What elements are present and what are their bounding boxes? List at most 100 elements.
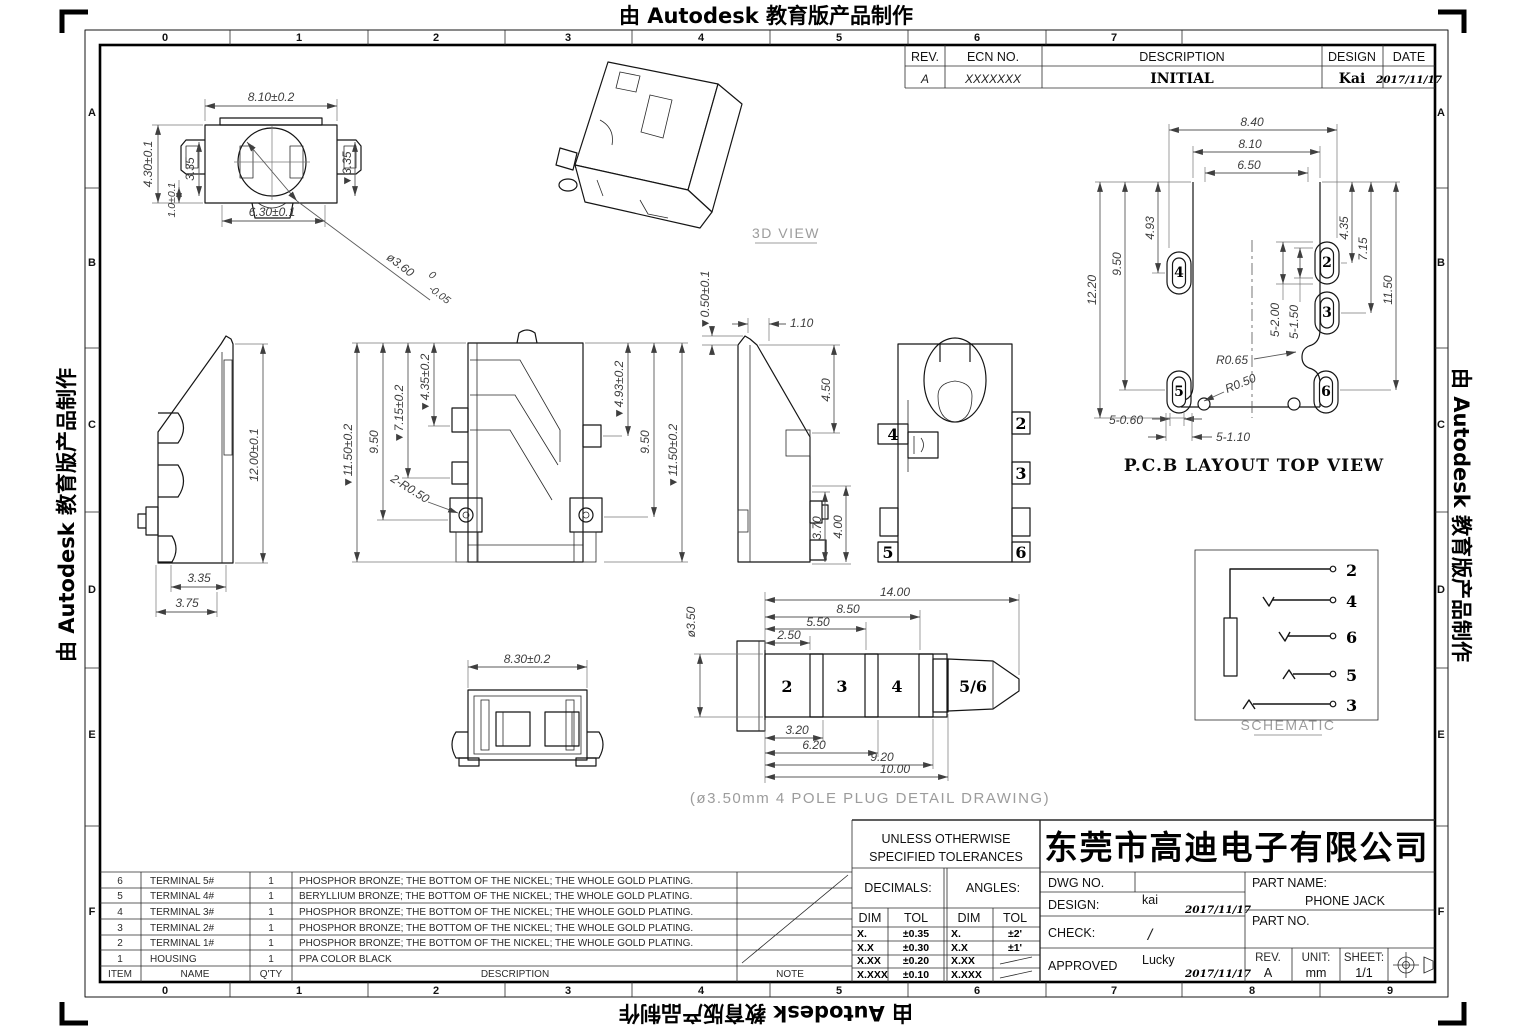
part-no-label: PART NO. (1252, 914, 1310, 928)
grid-row-label: F (89, 906, 96, 918)
front-view: ø3.60 0 -0.05 8.10±0.2 4.30±0.1 3.35 1.0… (141, 90, 453, 307)
dim-side-w2: 3.75 (175, 596, 199, 610)
parts-qty: 1 (268, 907, 274, 918)
grid-row-label: C (1437, 419, 1445, 431)
dim-diameter-lower-tol: -0.05 (426, 283, 452, 307)
grid-ticks-sides (85, 187, 1448, 827)
plug-dim-550: 5.50 (806, 615, 830, 629)
grid-ticks-bottom (229, 982, 1321, 997)
rev-header: REV. (911, 50, 939, 64)
ang-dim-3: X.XX (951, 955, 975, 967)
parts-header-name: NAME (181, 969, 210, 980)
schematic-label: SCHEMATIC (1241, 717, 1336, 733)
design-value: Kai (1339, 71, 1366, 87)
dec-dim-4: X.XXX (857, 969, 888, 981)
grid-col-label: 8 (1249, 985, 1255, 997)
grid-row-label: D (1437, 584, 1445, 596)
grid-col-label: 7 (1111, 985, 1117, 997)
parts-name: TERMINAL 2# (150, 923, 215, 934)
plug-dim-1400: 14.00 (880, 585, 910, 599)
pad-label-6: 6 (1015, 543, 1026, 562)
unit-value: mm (1306, 966, 1327, 980)
tolerance-title-2: SPECIFIED TOLERANCES (869, 850, 1023, 864)
projection-symbol-icon (1393, 952, 1434, 978)
tol-header: TOL (904, 911, 928, 925)
parts-desc: PHOSPHOR BRONZE; THE BOTTOM OF THE NICKE… (299, 907, 693, 918)
side-view-left: 12.00±0.1 3.35 3.75 (137, 335, 268, 617)
part-name-value: PHONE JACK (1305, 894, 1386, 908)
dim-sec-1150-right: ▼11.50±0.2 (666, 424, 680, 489)
plug-seg-56: 5/6 (959, 677, 987, 696)
approved-value: Lucky (1142, 953, 1175, 967)
back-view: 4 2 3 5 6 (877, 337, 1031, 563)
pcb-r050: R0.50 (1223, 371, 1258, 396)
dim-diameter: ø3.60 (384, 250, 417, 280)
description-value: INITIAL (1150, 71, 1214, 87)
design-date: 2017/11/17 (1184, 904, 1252, 916)
sheet-label: SHEET: (1344, 952, 1384, 964)
check-value: / (1147, 927, 1154, 944)
tolerance-title-1: UNLESS OTHERWISE (882, 832, 1011, 846)
dim-right-top: ▼0.50±0.1 (698, 271, 712, 330)
grid-row-label: F (1438, 906, 1445, 918)
dim-sec-715: ▼7.15±0.2 (392, 384, 406, 443)
dim-sec-1150-left: ▼11.50±0.2 (341, 424, 355, 489)
grid-row-label: D (88, 584, 96, 596)
plug-seg-2: 2 (781, 677, 792, 696)
angles-header: ANGLES: (966, 881, 1020, 895)
plug-dim-620: 6.20 (802, 738, 826, 752)
description-header: DESCRIPTION (1139, 50, 1224, 64)
grid-row-label: B (1437, 257, 1445, 269)
ang-dim-4: X.XXX (951, 969, 982, 981)
schematic-view: 2 4 6 5 3 SCHEMATIC (1194, 549, 1379, 736)
dec-tol-2: ±0.30 (903, 942, 929, 954)
grid-row-label: E (1437, 729, 1444, 741)
pcb-pad-4: 4 (1174, 265, 1184, 281)
grid-col-label: 2 (433, 32, 439, 44)
plug-seg-4: 4 (891, 677, 902, 696)
dim-right-pin: 3.70 (810, 516, 824, 540)
plug-dim-1000: 10.00 (880, 762, 910, 776)
grid-col-label: 0 (162, 985, 168, 997)
ang-tol-1: ±2' (1008, 928, 1022, 940)
parts-item: 2 (117, 938, 123, 949)
grid-col-label: 3 (565, 985, 571, 997)
sheet-frame: 0 1 2 3 4 5 6 7 0 1 2 3 4 5 6 7 8 9 A B … (59, 9, 1467, 1026)
design-label: DESIGN: (1048, 898, 1099, 912)
dec-tol-3: ±0.20 (903, 955, 929, 967)
schematic-pin-2: 2 (1346, 561, 1357, 580)
rev-value: A (920, 72, 929, 86)
parts-name: TERMINAL 3# (150, 907, 215, 918)
grid-col-label: 2 (433, 985, 439, 997)
revision-table: REV. ECN NO. DESCRIPTION DESIGN DATE A X… (904, 45, 1443, 89)
pcb-pads: 4 2 3 5 6 (1166, 241, 1340, 414)
dim-bottom-width: 8.30±0.2 (504, 652, 551, 666)
pcb-dim-715: 7.15 (1356, 237, 1370, 261)
pcb-dim-5-200: 5-2.00 (1268, 303, 1282, 337)
date-header: DATE (1393, 50, 1425, 64)
pcb-dim-1220: 12.20 (1085, 275, 1099, 305)
plug-dim-250: 2.50 (776, 628, 801, 642)
dim-sec-radius: 2-R0.50 (387, 471, 432, 506)
pad-label-2: 2 (1015, 414, 1026, 433)
pcb-pad-2: 2 (1322, 255, 1332, 271)
pcb-pad-3: 3 (1322, 305, 1332, 321)
grid-col-label: 3 (565, 32, 571, 44)
plug-dim-920: 9.20 (870, 750, 894, 764)
parts-item: 5 (117, 891, 123, 902)
parts-name: TERMINAL 5# (150, 876, 215, 887)
parts-name: HOUSING (150, 954, 197, 965)
grid-col-label: 0 (162, 32, 168, 44)
dec-tol-4: ±0.10 (903, 969, 929, 981)
schematic-pin-3: 3 (1346, 696, 1357, 715)
schematic-pin-4: 4 (1346, 592, 1357, 611)
pcb-layout-view: 4 2 3 5 6 8.40 8.10 6.50 12.20 (1085, 115, 1400, 476)
pcb-r065: R0.65 (1216, 353, 1248, 367)
schematic-pin-5: 5 (1346, 666, 1357, 685)
grid-col-label: 1 (296, 32, 302, 44)
approved-label: APPROVED (1048, 959, 1117, 973)
company-name: 东莞市高迪电子有限公司 (1045, 828, 1430, 867)
pcb-dim-435: 4.35 (1337, 216, 1351, 240)
pcb-dim-493: 4.93 (1143, 216, 1157, 240)
